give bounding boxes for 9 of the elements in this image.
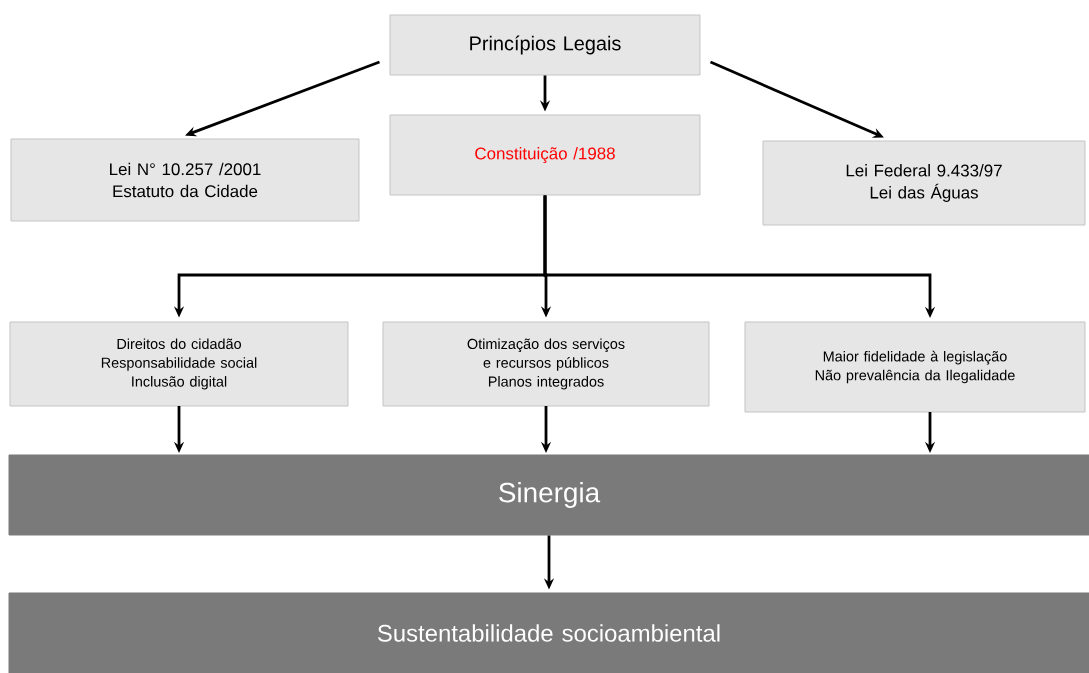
- result-band: Sinergia: [8, 454, 1089, 536]
- law-box: Constituição /1988: [389, 114, 701, 196]
- principle-box: Otimização dos serviços e recursos públicos Planos integrados: [382, 321, 710, 407]
- principle-box: Maior fidelidade à legislação Não prevalência da Ilegalidade: [744, 321, 1086, 413]
- principle-box: Direitos do cidadão Responsabilidade social Inclusão digital: [9, 321, 349, 407]
- result-band: Sustentabilidade socioambiental: [8, 592, 1089, 673]
- law-box: Lei N° 10.257 /2001 Estatuto da Cidade: [10, 138, 360, 222]
- law-box: Lei Federal 9.433/97 Lei das Águas: [762, 140, 1086, 226]
- title-box: Princípios Legais: [389, 14, 701, 76]
